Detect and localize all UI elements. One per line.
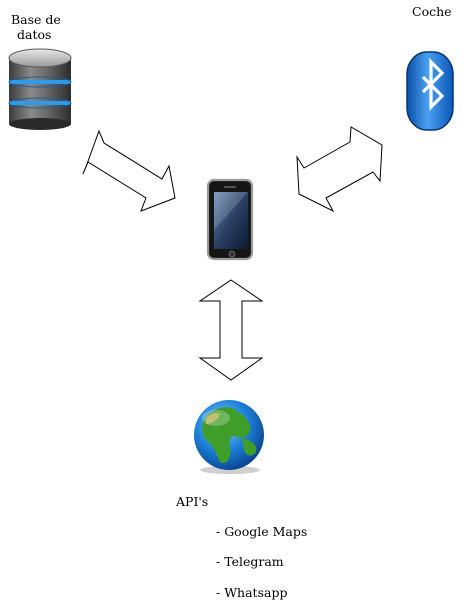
database-icon bbox=[8, 48, 72, 130]
smartphone-icon bbox=[206, 178, 254, 261]
api-item-telegram: - Telegram bbox=[216, 554, 284, 569]
arrow-car-phone bbox=[296, 126, 383, 213]
bluetooth-icon bbox=[406, 51, 454, 131]
database-label-line2: datos bbox=[17, 27, 52, 42]
arrow-database-phone bbox=[82, 129, 176, 212]
api-item-whatsapp: - Whatsapp bbox=[216, 585, 288, 600]
database-label-line1: Base de bbox=[11, 12, 61, 27]
arrow-phone-apis bbox=[198, 279, 264, 381]
car-label: Coche bbox=[412, 4, 452, 19]
api-item-google-maps: - Google Maps bbox=[216, 524, 308, 539]
database-label: Base de datos bbox=[11, 12, 61, 42]
apis-label: API's bbox=[176, 494, 209, 509]
globe-icon bbox=[194, 400, 264, 474]
